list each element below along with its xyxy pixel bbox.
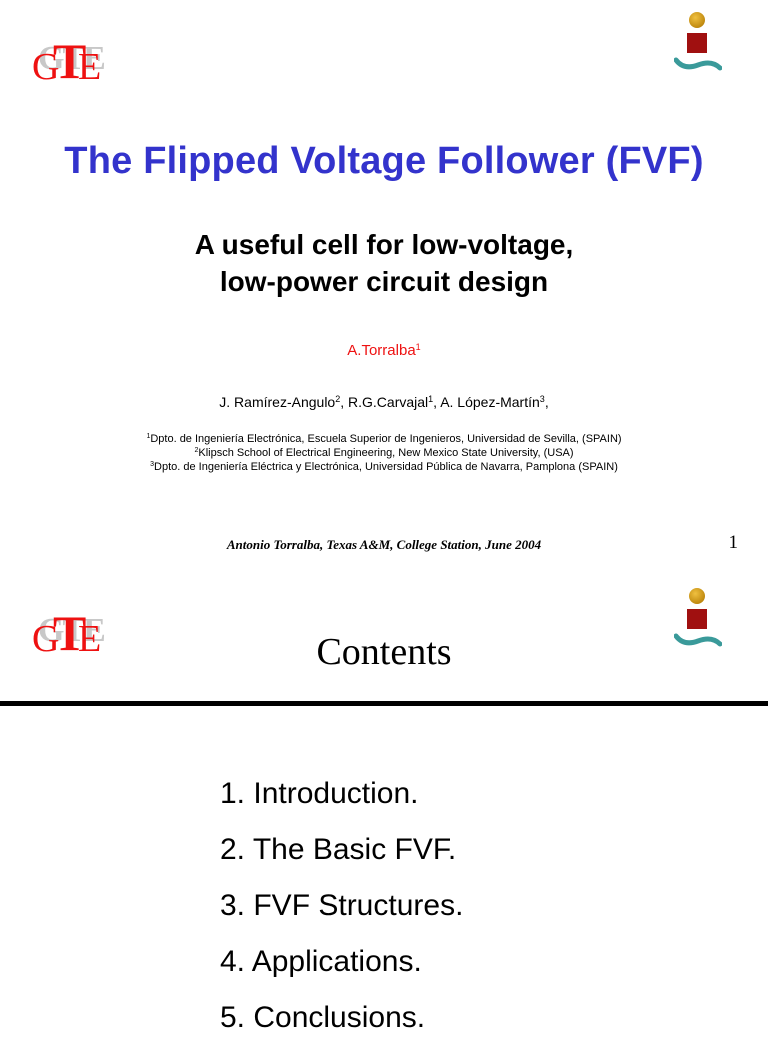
coauthor-separator: , (544, 394, 549, 410)
contents-title: Contents (316, 631, 452, 673)
coauthors: J. Ramírez-Angulo2, R.G.Carvajal1, A. Ló… (0, 394, 768, 410)
main-author-sup: 1 (415, 342, 421, 352)
contents-item: 5. Conclusions. (220, 1001, 426, 1034)
affiliation-line: 3Dpto. de Ingeniería Eléctrica y Electró… (0, 460, 768, 474)
contents-item: 4. Applications. (220, 945, 422, 978)
contents-slide: GTE G T E Contents 1. Introduction. 2. T… (0, 576, 768, 1034)
subtitle-line-1: A useful cell for low-voltage, (194, 229, 574, 260)
gte-logo-letter-t: T (53, 605, 87, 661)
coauthor-sup: 3 (539, 394, 545, 404)
gte-logo-letter-g: G (32, 618, 60, 660)
coauthor-sup: 2 (335, 394, 341, 404)
university-logo (672, 588, 722, 658)
gte-logo-shadow: GTE (38, 40, 106, 77)
contents-item: 1. Introduction. (220, 777, 419, 810)
coauthor-name: R.G.Carvajal (348, 394, 429, 410)
slide-title: The Flipped Voltage Follower (FVF) (64, 140, 704, 182)
logo-wave-icon (674, 57, 722, 71)
coauthor-separator: , (433, 394, 441, 410)
logo-ball-icon (689, 12, 705, 28)
affiliation-text: Dpto. de Ingeniería Electrónica, Escuela… (150, 433, 622, 445)
affiliation-sup: 1 (146, 433, 151, 440)
affiliation-line: 1Dpto. de Ingeniería Electrónica, Escuel… (0, 432, 768, 446)
affiliation-line: 2Klipsch School of Electrical Engineerin… (0, 446, 768, 460)
subtitle-line-2: low-power circuit design (219, 266, 549, 297)
slide-footer: Antonio Torralba, Texas A&M, College Sta… (226, 537, 542, 552)
title-divider (0, 701, 768, 706)
gte-logo-letter-e: E (78, 618, 102, 660)
university-logo (672, 12, 722, 82)
gte-logo-shadow: GTE (38, 612, 106, 649)
affiliation-text: Klipsch School of Electrical Engineering… (198, 447, 574, 459)
logo-square-icon (687, 33, 707, 53)
main-author-name: A.Torralba (347, 342, 416, 359)
gte-logo: GTE G T E (32, 34, 112, 94)
gte-logo-letter-e: E (78, 46, 102, 88)
main-author: A.Torralba1 (0, 342, 768, 359)
affiliation-sup: 2 (194, 447, 199, 454)
contents-item: 2. The Basic FVF. (220, 833, 457, 866)
gte-logo-letter-g: G (32, 46, 60, 88)
affiliation-sup: 3 (150, 461, 155, 468)
affiliations: 1Dpto. de Ingeniería Electrónica, Escuel… (0, 432, 768, 474)
gte-logo-letter-t: T (53, 33, 87, 89)
coauthor-separator: , (340, 394, 349, 410)
page-number: 1 (728, 532, 739, 553)
logo-wave-icon (674, 633, 722, 647)
contents-item: 3. FVF Structures. (220, 889, 464, 922)
affiliation-text: Dpto. de Ingeniería Eléctrica y Electrón… (154, 461, 618, 473)
gte-logo: GTE G T E (32, 606, 112, 666)
logo-square-icon (687, 609, 707, 629)
title-slide: GTE G T E The Flipped Voltage Follower (… (0, 12, 768, 553)
slide-subtitle: A useful cell for low-voltage, low-power… (0, 226, 768, 300)
coauthor-name: A. López-Martín (440, 394, 540, 410)
coauthor-name: J. Ramírez-Angulo (219, 394, 336, 410)
contents-list: 1. Introduction. 2. The Basic FVF. 3. FV… (220, 766, 463, 1046)
coauthor-sup: 1 (428, 394, 434, 404)
logo-ball-icon (689, 588, 705, 604)
